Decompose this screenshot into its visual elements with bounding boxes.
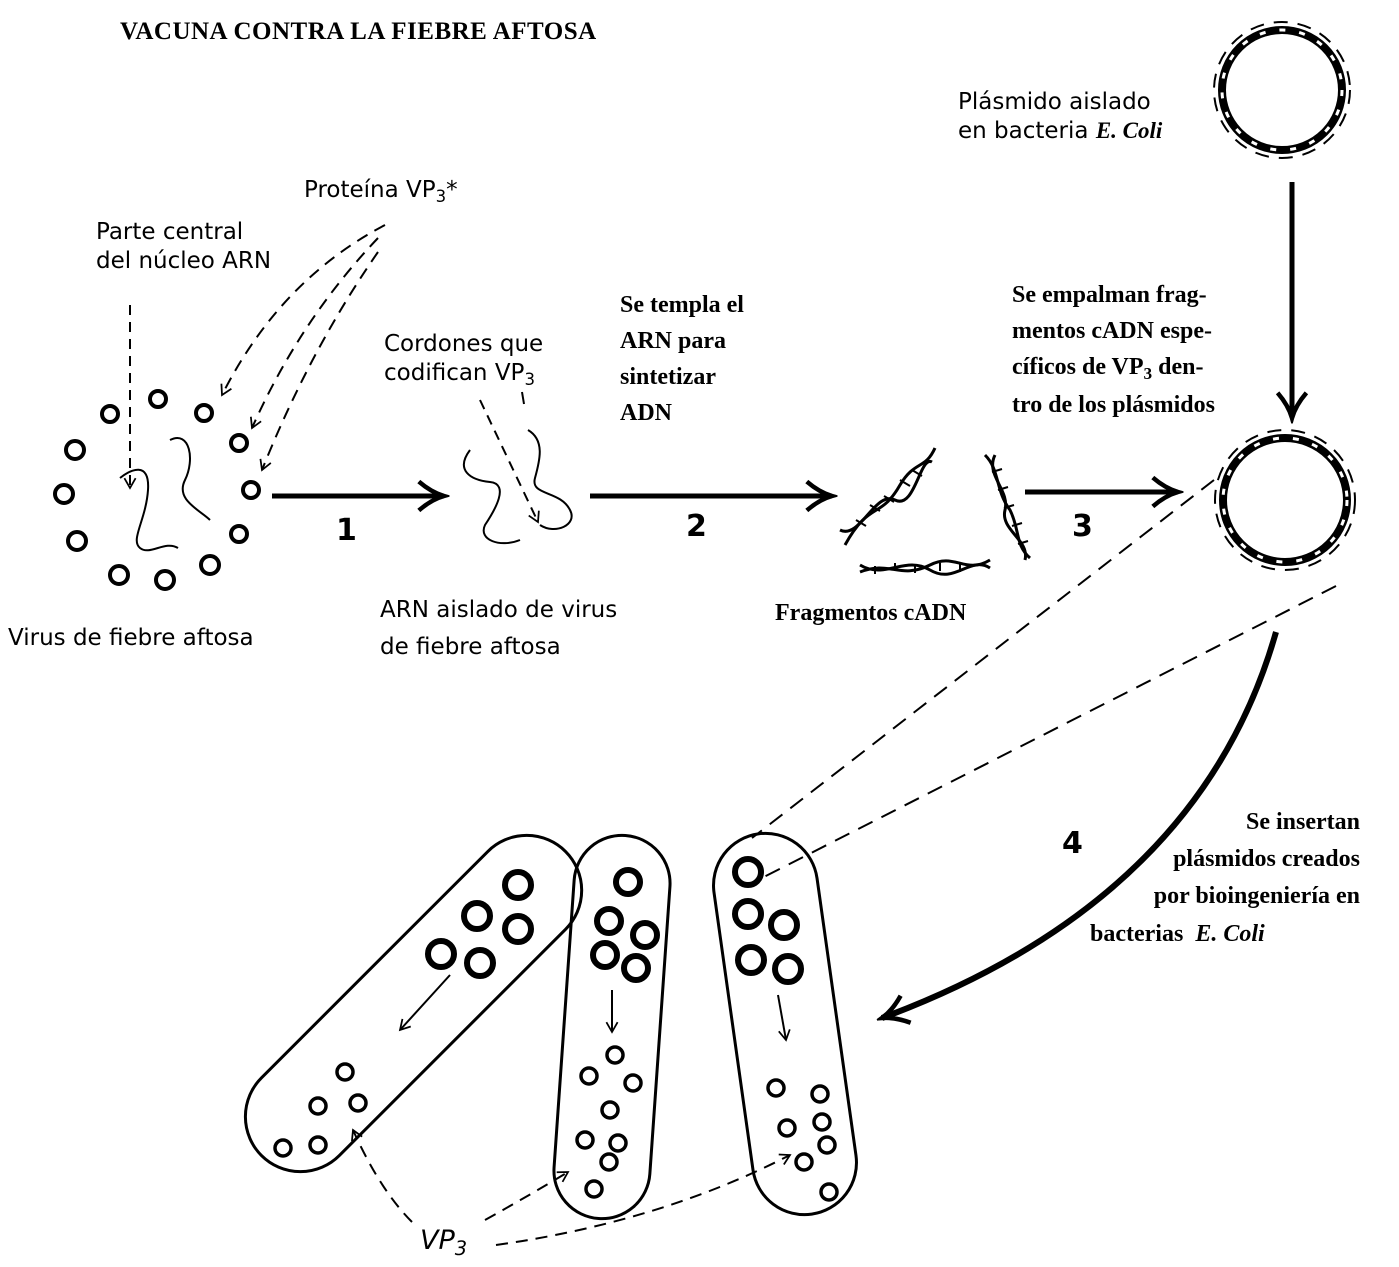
splice-line3: cíficos de VP3 den-: [1012, 349, 1215, 387]
plasmid-isolated-line2: en bacteria E. Coli: [958, 117, 1162, 146]
cdna-fragment: [840, 448, 935, 545]
protein-text: Proteína VP: [304, 177, 436, 203]
plasmid-isolated-label: Plásmido aislado en bacteria E. Coli: [958, 88, 1162, 146]
isolated-rna: [464, 430, 572, 543]
virus-rna-strands: [120, 438, 210, 550]
splice-end: den-: [1152, 354, 1203, 380]
step-2-number: 2: [686, 508, 707, 546]
anneal-line3: sintetizar: [620, 359, 744, 395]
splice-text: cíficos de VP: [1012, 354, 1144, 380]
bacterium-2: [551, 832, 674, 1222]
page-title: VACUNA CONTRA LA FIEBRE AFTOSA: [120, 16, 597, 47]
vp3-subscript: 3: [455, 1237, 467, 1260]
strands-label: Cordones que codifican VP3: [384, 330, 543, 390]
protein-label: Proteína VP3*: [304, 176, 458, 208]
recombinant-plasmid: [1215, 430, 1355, 570]
fragments-label: Fragmentos cADN: [775, 598, 966, 628]
splice-line1: Se empalman frag-: [1012, 277, 1215, 313]
ecoli-name: E. Coli: [1096, 118, 1162, 143]
step-3-number: 3: [1072, 508, 1093, 546]
insert-label: Se insertan plásmidos creados por bioing…: [1090, 804, 1360, 953]
rna-isolated-label: ARN aislado de virus de fiebre aftosa: [380, 592, 617, 666]
bacterium-1: [223, 813, 605, 1195]
insert-line2: plásmidos creados: [1090, 841, 1360, 878]
strands-pointer-arrow: [480, 400, 538, 522]
cdna-fragment: [860, 560, 990, 574]
strands-line2: codifican VP3: [384, 359, 543, 391]
protein-subscript: 3: [436, 187, 447, 206]
expression-arrow: [400, 975, 450, 1030]
cdna-fragment: [985, 455, 1030, 560]
vp3-proteins: [577, 1047, 641, 1197]
vp3-proteins: [768, 1080, 837, 1200]
strands-tick: [522, 392, 524, 404]
bacterium-3: [707, 827, 863, 1222]
virus-particles: [55, 391, 259, 589]
anneal-line2: ARN para: [620, 323, 744, 359]
strands-text: codifican VP: [384, 360, 524, 386]
core-line1: Parte central: [96, 218, 271, 247]
strands-line1: Cordones que: [384, 330, 543, 359]
splice-line2: mentos cADN espe-: [1012, 313, 1215, 349]
anneal-line1: Se templa el: [620, 287, 744, 323]
expression-arrow: [778, 995, 786, 1040]
splice-line4: tro de los plásmidos: [1012, 387, 1215, 423]
virus-label: Virus de fiebre aftosa: [8, 624, 254, 653]
rna-isolated-line1: ARN aislado de virus: [380, 592, 617, 629]
insert-line3: por bioingeniería en: [1090, 878, 1360, 915]
strands-subscript: 3: [524, 370, 535, 389]
insert-line4: bacterias E. Coli: [1090, 916, 1360, 953]
vp3-text: VP: [420, 1225, 455, 1256]
step-4-number: 4: [1062, 825, 1083, 863]
protein-asterisk: *: [446, 177, 458, 203]
vp3-label: VP3: [420, 1224, 467, 1261]
splice-label: Se empalman frag- mentos cADN espe- cífi…: [1012, 277, 1215, 423]
plasmid-copies: [428, 872, 531, 976]
insert-line1: Se insertan: [1090, 804, 1360, 841]
step-1-number: 1: [336, 512, 357, 550]
rna-isolated-line2: de fiebre aftosa: [380, 629, 617, 666]
splice-subscript: 3: [1144, 364, 1153, 383]
insert-ecoli-name: E. Coli: [1195, 921, 1264, 947]
insert-text: bacterias: [1090, 921, 1183, 947]
anneal-label: Se templa el ARN para sintetizar ADN: [620, 287, 744, 431]
anneal-line4: ADN: [620, 395, 744, 431]
plasmid-copies: [593, 870, 657, 980]
cdna-fragments: [840, 448, 1030, 574]
vp3-pointer-arrows: [353, 1130, 790, 1245]
core-line2: del núcleo ARN: [96, 247, 271, 276]
plasmid-isolated-text: en bacteria: [958, 118, 1089, 144]
core-label: Parte central del núcleo ARN: [96, 218, 271, 276]
plasmid-isolated-line1: Plásmido aislado: [958, 88, 1162, 117]
plasmid-copies: [735, 859, 801, 982]
isolated-plasmid: [1214, 22, 1350, 158]
